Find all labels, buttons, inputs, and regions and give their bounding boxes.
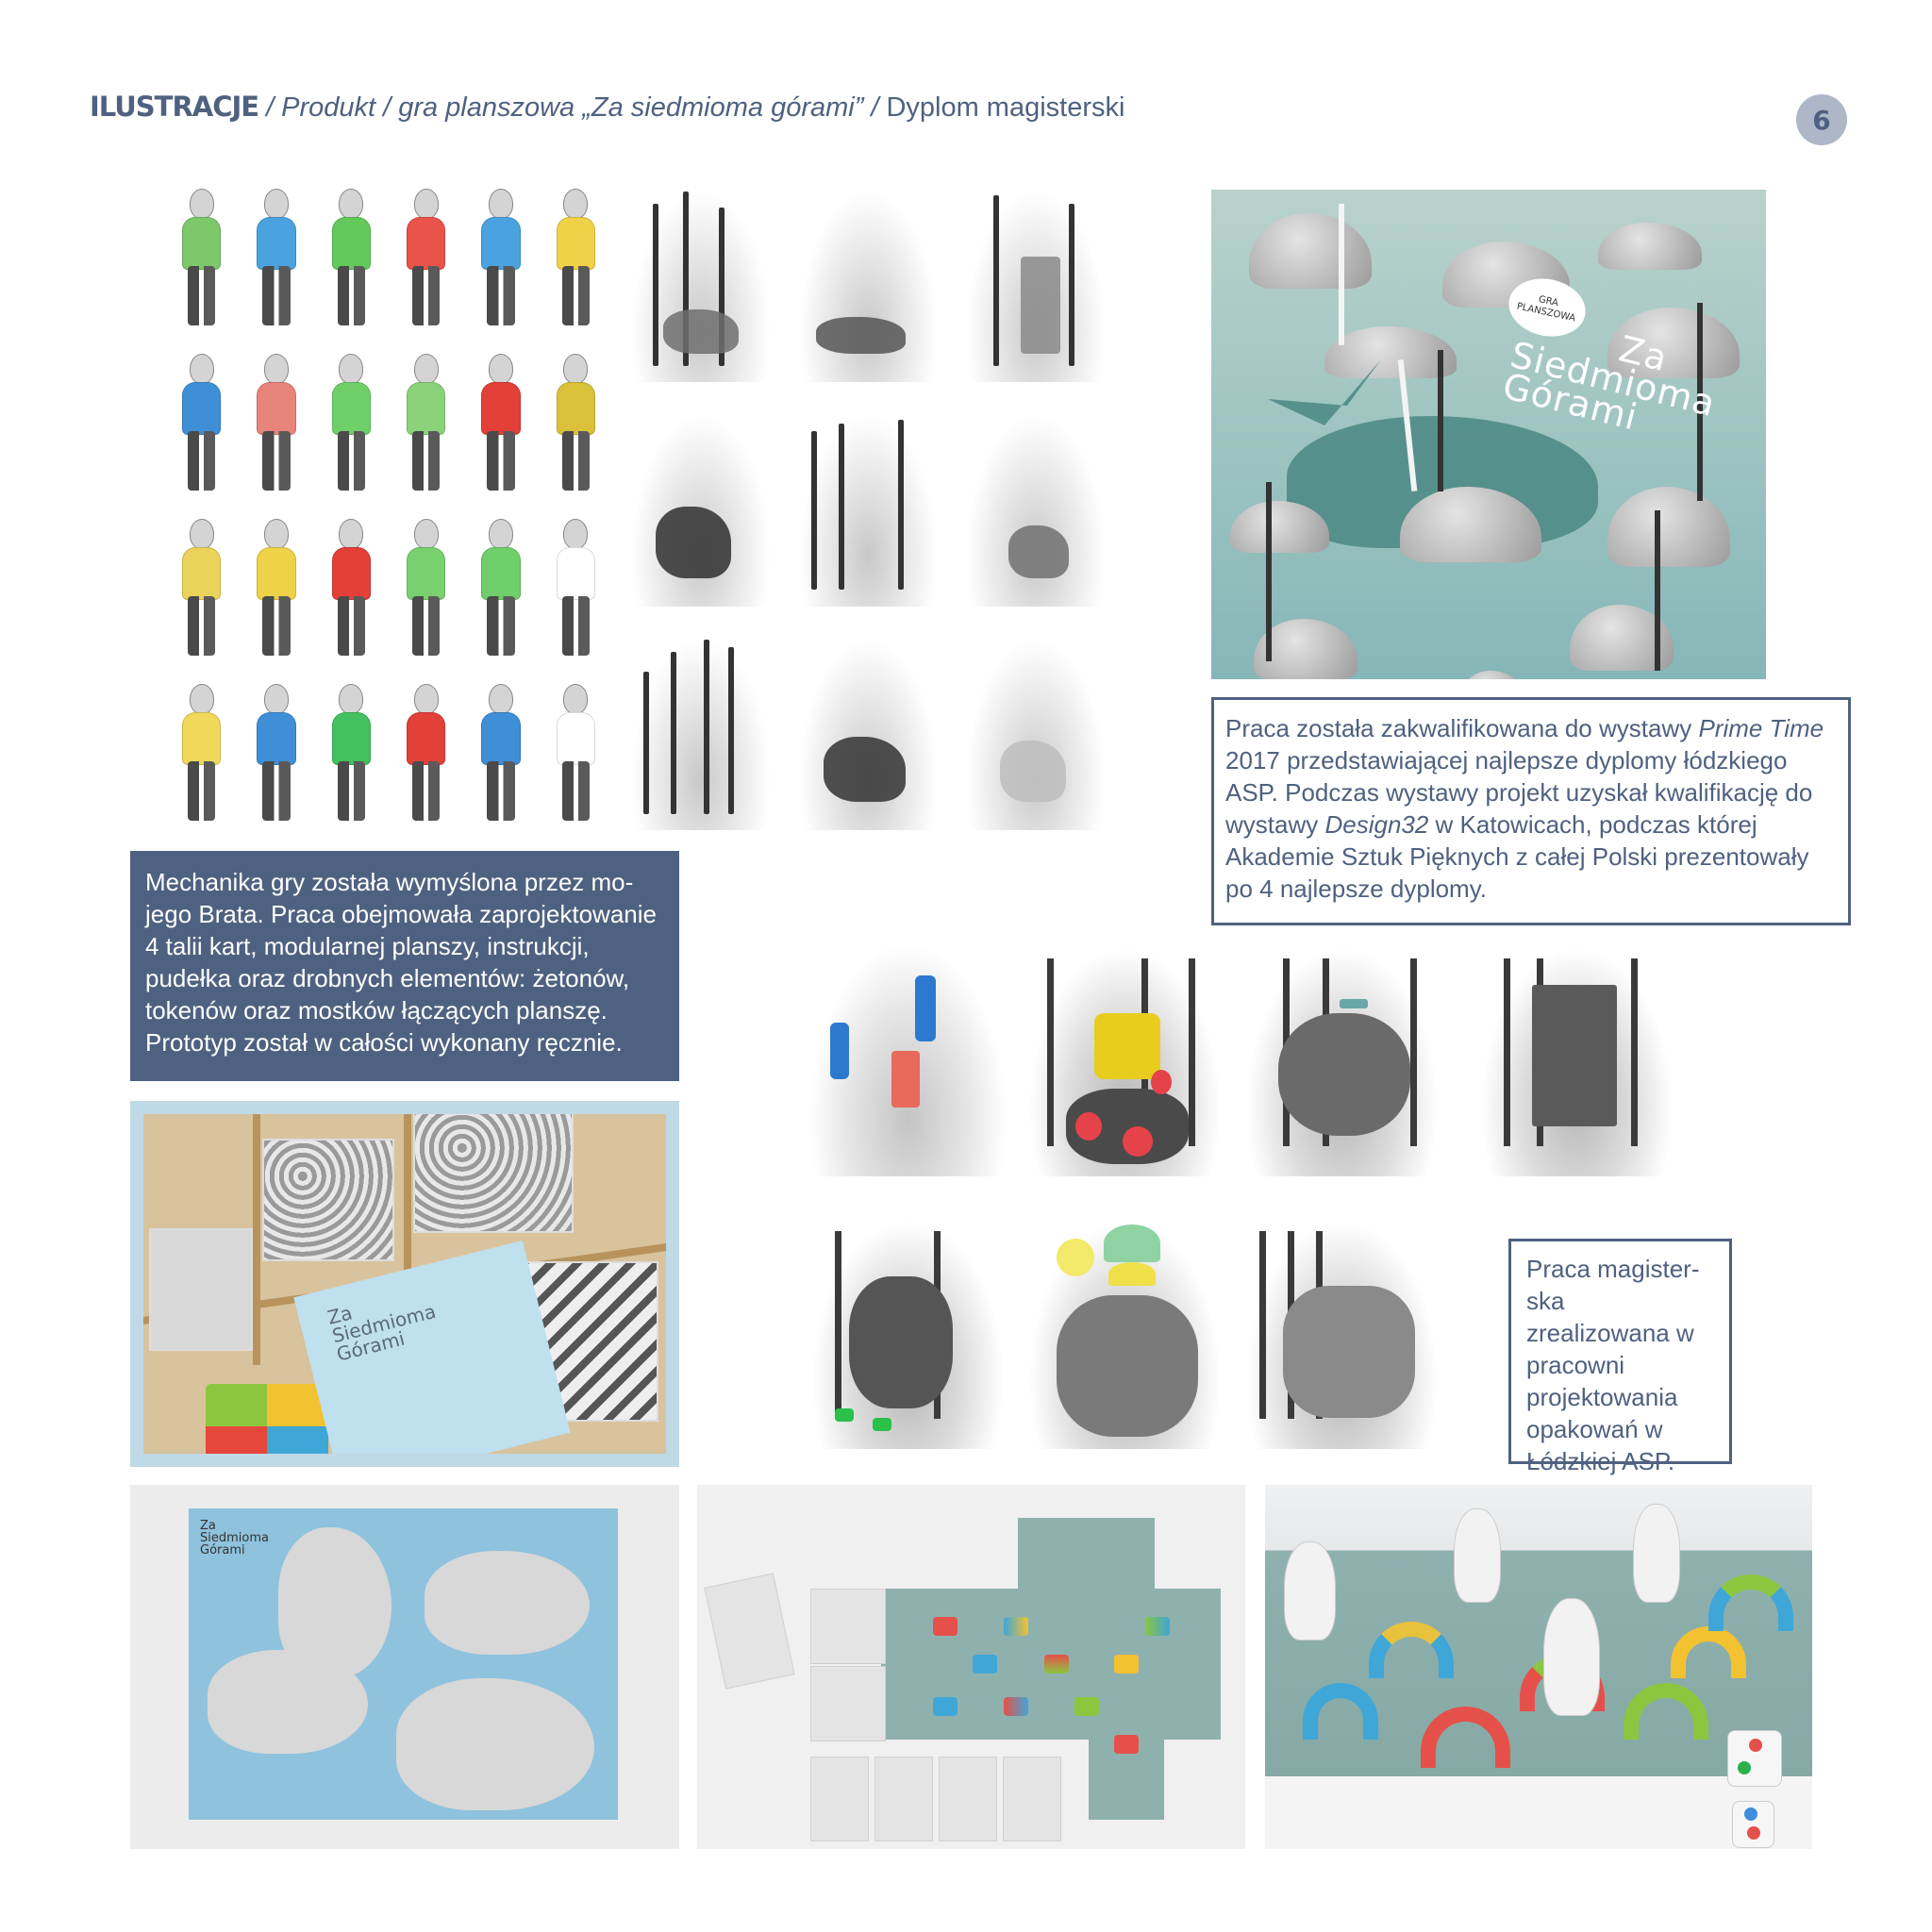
rock-icon [1598, 223, 1702, 270]
character-figure [317, 509, 386, 665]
character-figure [317, 344, 386, 500]
illustration-mushroom-dancer [1028, 1220, 1222, 1449]
character-figure [391, 179, 460, 335]
character-figure [466, 509, 535, 665]
exhibition-text: Praca została zakwalifikowana do wystawy [1225, 714, 1699, 742]
character-figure [242, 675, 310, 830]
mechanics-info-box: Mechanika gry została wymyślona przez mo… [130, 851, 679, 1081]
map-title-line: Za [200, 1519, 216, 1533]
player-pawn-blue [1454, 1508, 1501, 1603]
rock-icon [1607, 308, 1740, 378]
breadcrumb-separator: / [383, 92, 391, 123]
card-illustration-bear-wreath [960, 403, 1111, 607]
rock-icon [1249, 213, 1372, 289]
character-figure [167, 509, 236, 665]
map-title-line: Górami [200, 1543, 245, 1557]
player-pawn-yellow [1633, 1504, 1680, 1603]
card-illustration-trees-hand [792, 403, 944, 607]
exhibition-text: 2017 przedstawiającej najlepsze dyplomy … [1225, 746, 1813, 839]
card-deck-islands [262, 1139, 394, 1261]
dice [1727, 1730, 1782, 1787]
breadcrumb-product: Produkt [281, 92, 376, 123]
card-illustration-trees-door [960, 179, 1111, 383]
exhibition-name-prime-time: Prime Time [1698, 714, 1824, 742]
card-illustration-book-mushroom [792, 179, 944, 383]
photo-game-box-contents: Za Siedmioma Górami [130, 1101, 679, 1467]
character-figure [541, 179, 610, 335]
character-figure [317, 675, 386, 830]
photo-gameplay-closeup [1265, 1485, 1812, 1849]
tokens-pile [149, 1228, 253, 1351]
card-illustrations-grid [625, 179, 1111, 830]
exhibition-name-design32: Design32 [1324, 810, 1429, 839]
character-figure [391, 675, 460, 830]
character-figure [242, 179, 310, 335]
character-figure [167, 675, 236, 830]
character-illustrations-grid [167, 179, 610, 830]
tree-icon [1697, 303, 1703, 501]
character-figure [466, 179, 535, 335]
character-figure [466, 344, 535, 500]
page-number-badge: 6 [1796, 94, 1847, 145]
rock-icon [1230, 501, 1329, 553]
thesis-text: Praca magister-ska zrealizowana w pracow… [1526, 1255, 1700, 1475]
tree-icon [1266, 482, 1272, 661]
character-figure [541, 344, 610, 500]
unfolded-instruction-sheet: Za Siedmioma Górami [189, 1508, 618, 1820]
thesis-info-box: Praca magister-ska zrealizowana w pracow… [1508, 1239, 1732, 1475]
character-figure [541, 509, 610, 665]
map-title-line: Siedmioma [200, 1531, 269, 1545]
rock-icon [1607, 487, 1730, 567]
illustration-people-bench [1245, 1220, 1439, 1449]
character-figure [391, 509, 460, 665]
illustration-ruined-house [1480, 947, 1674, 1176]
player-pawn-red [1543, 1598, 1600, 1716]
character-figure [317, 179, 386, 335]
bridge-pieces [206, 1384, 328, 1467]
photo-instruction-map: Za Siedmioma Górami [130, 1485, 679, 1849]
rock-icon [1400, 487, 1541, 562]
card-illustration-chest-fern [960, 626, 1111, 830]
page-header: ILUSTRACJE / Produkt / gra planszowa „Za… [90, 91, 1124, 128]
exhibition-info-box: Praca została zakwalifikowana do wystawy… [1211, 697, 1851, 925]
dice [1732, 1801, 1774, 1848]
illustration-frog-statue [1245, 947, 1439, 1176]
character-figure [242, 344, 310, 500]
birch-icon [1339, 204, 1344, 345]
character-figure [167, 179, 236, 335]
player-pawn-green [1284, 1541, 1336, 1641]
breadcrumb-separator: / [871, 92, 879, 123]
rock-icon [1324, 326, 1457, 378]
card-illustration-basket-plants [625, 403, 776, 607]
illustration-greenhouse [811, 947, 1005, 1176]
character-figure [541, 675, 610, 830]
breadcrumb-separator: / [266, 92, 275, 123]
mechanics-text: Mechanika gry została wymyślona przez mo… [145, 868, 657, 1057]
illustration-rock-pile-man [1028, 947, 1222, 1176]
card-illustration-boots-plants [792, 626, 944, 830]
breadcrumb-game: gra planszowa „Za siedmioma górami” [398, 92, 864, 123]
photo-board-layout [697, 1485, 1245, 1849]
tree-icon [1438, 350, 1443, 491]
breadcrumb-diploma: Dyplom magisterski [886, 92, 1125, 123]
character-figure [466, 675, 535, 830]
illustration-man-headphones [811, 1220, 1005, 1449]
character-figure [242, 509, 310, 665]
card-illustration-trees-bench [625, 179, 776, 383]
section-title: ILUSTRACJE [90, 91, 259, 123]
exhibition-text: w Katowicach, podczas której Akademie Sz… [1225, 810, 1809, 903]
card-illustration-trees-pond [625, 626, 776, 830]
character-figure [167, 344, 236, 500]
card-deck-lands [413, 1110, 574, 1233]
rock-icon [1461, 671, 1523, 679]
character-figure [391, 344, 460, 500]
tree-icon [1655, 510, 1660, 671]
game-poster-illustration: GRA PLANSZOWA Za Siedmioma Górami [1211, 190, 1766, 679]
